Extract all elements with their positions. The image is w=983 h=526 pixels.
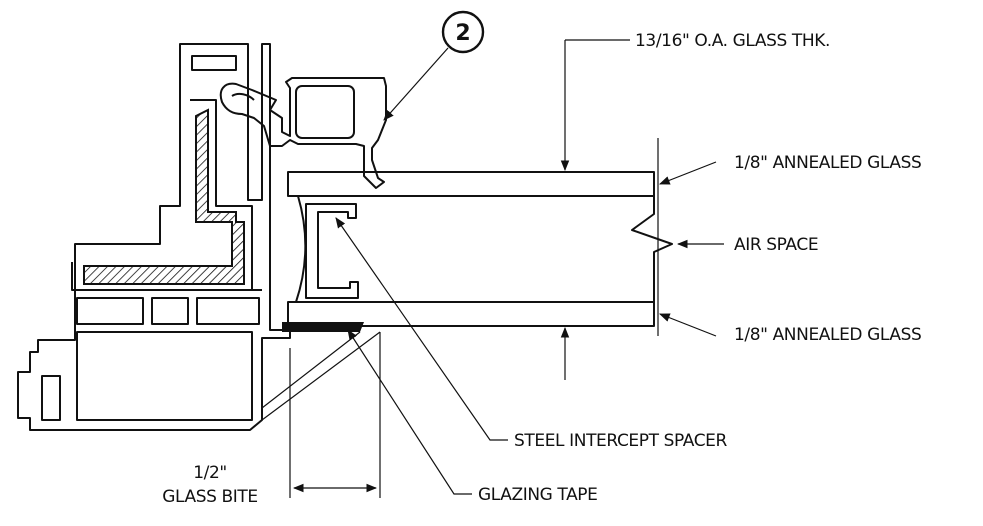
glazing-bead bbox=[219, 77, 387, 189]
callout-bubble: 2 bbox=[383, 10, 485, 121]
steel-reinforcement bbox=[71, 99, 253, 291]
frame-extrusion bbox=[17, 43, 291, 431]
overall-thickness-dimension: 13/16" O.A. GLASS THK. bbox=[560, 31, 830, 380]
spacer-profile bbox=[305, 203, 359, 299]
air-space-break bbox=[631, 196, 673, 302]
bite-text-label: GLASS BITE bbox=[162, 487, 257, 507]
insulated-glass-unit bbox=[282, 171, 673, 332]
overall-thickness-label: 13/16" O.A. GLASS THK. bbox=[635, 31, 830, 51]
glazing-tape-label: GLAZING TAPE bbox=[478, 485, 598, 505]
bottom-leaders: STEEL INTERCEPT SPACER GLAZING TAPE bbox=[335, 217, 728, 505]
bite-value-label: 1/2" bbox=[193, 463, 227, 483]
glazing-tape-shape bbox=[282, 322, 364, 332]
glass-leaders: 1/8" ANNEALED GLASS AIR SPACE 1/8" ANNEA… bbox=[657, 138, 922, 345]
top-glass-lite bbox=[287, 171, 655, 197]
glass-bite-dimension: 1/2" GLASS BITE bbox=[162, 331, 381, 507]
callout-number: 2 bbox=[455, 21, 470, 46]
bottom-glass-label: 1/8" ANNEALED GLASS bbox=[734, 325, 921, 345]
top-glass-label: 1/8" ANNEALED GLASS bbox=[734, 153, 921, 173]
spacer-label: STEEL INTERCEPT SPACER bbox=[514, 431, 728, 451]
air-space-label: AIR SPACE bbox=[734, 235, 818, 255]
bottom-glass-lite bbox=[287, 301, 655, 327]
